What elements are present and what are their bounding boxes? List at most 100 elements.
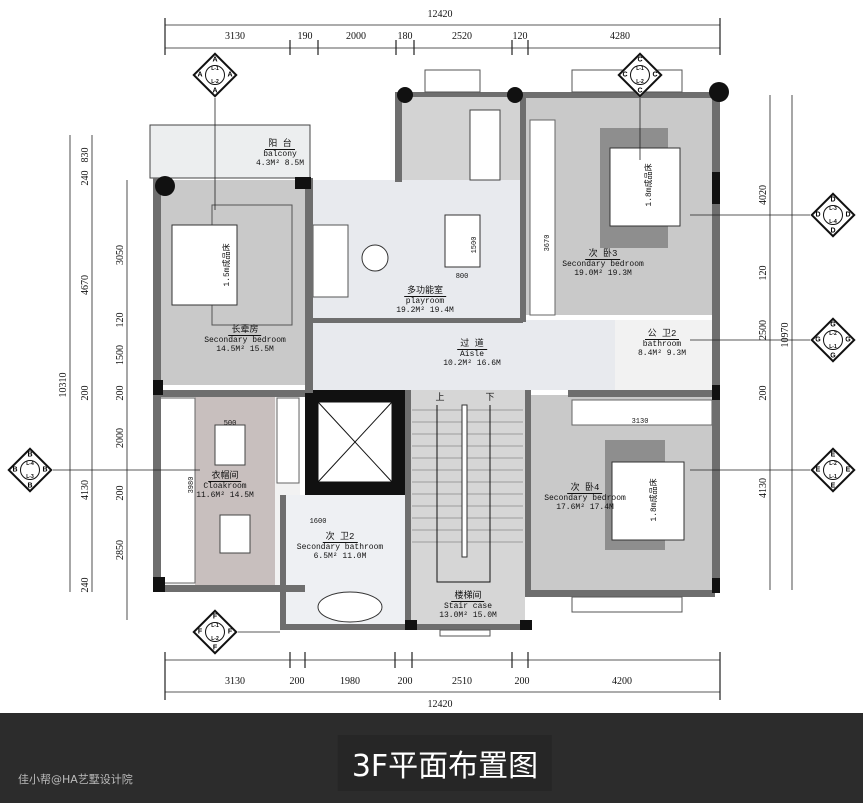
room-cn: 次 卧4 <box>567 484 603 494</box>
wardrobe-dim: 3670 <box>544 234 552 252</box>
room-en: Stair case <box>443 602 493 611</box>
watermark: 佳小帮@HA艺墅设计院 <box>18 773 133 786</box>
dim-right: 4130 <box>758 478 769 498</box>
dim-top: 180 <box>397 31 413 42</box>
dim-left: 240 <box>80 577 91 593</box>
dim-left: 200 <box>80 385 91 401</box>
room-area: 6.5M² 11.0M <box>313 552 367 561</box>
room-en: Secondary bathroom <box>296 543 384 552</box>
stair-down-label: 下 <box>485 393 495 403</box>
dim-top: 190 <box>297 31 313 42</box>
island-dim: 500 <box>223 420 237 428</box>
bed-label: 1.8m成品床 <box>645 163 654 207</box>
dim-bottom: 1980 <box>340 676 360 687</box>
room-en: playroom <box>405 297 445 306</box>
dim-left: 240 <box>80 170 91 186</box>
room-area: 4.3M² 8.5M <box>255 159 305 168</box>
dim-bottom: 200 <box>397 676 413 687</box>
dim-left-inner: 120 <box>115 312 126 328</box>
dim-left-inner: 200 <box>115 385 126 401</box>
room-area: 14.5M² 15.5M <box>216 345 274 354</box>
room-en: Aisle <box>459 350 485 359</box>
room-en: Secondary bedroom <box>544 494 626 503</box>
dim-right: 200 <box>758 385 769 401</box>
footer-banner: 3F平面布置图 佳小帮@HA艺墅设计院 <box>0 713 863 803</box>
dim-right: 2500 <box>758 320 769 340</box>
bed-label: 1.8m成品床 <box>650 478 659 522</box>
room-area: 19.2M² 19.4M <box>396 306 454 315</box>
dim-left-inner: 3050 <box>115 245 126 265</box>
plan-title: 3F平面布置图 <box>337 735 553 791</box>
dim-right: 4020 <box>758 185 769 205</box>
cabinet-dim: 3130 <box>631 418 649 426</box>
dim-right-total: 10970 <box>780 322 791 348</box>
floor-plan-drawing <box>53 18 810 700</box>
dim-bottom: 3130 <box>225 676 245 687</box>
desk-dim: 1500 <box>471 236 479 254</box>
bed-label: 1.5m成品床 <box>223 243 232 287</box>
room-area: 10.2M² 16.6M <box>443 359 501 368</box>
dim-left-inner: 2850 <box>115 540 126 560</box>
room-cn: 公 卫2 <box>644 330 680 340</box>
room-en: Cloakroom <box>203 482 247 491</box>
room-area: 13.0M² 15.0M <box>439 611 497 620</box>
dim-top: 2000 <box>346 31 366 42</box>
dim-right: 120 <box>758 265 769 281</box>
room-cn: 长辈房 <box>228 326 262 336</box>
room-cn: 衣帽间 <box>208 472 242 482</box>
room-cn: 次 卧3 <box>585 250 621 260</box>
room-en: bathroom <box>642 340 682 349</box>
dim-top: 4280 <box>610 31 630 42</box>
dimension-lines <box>69 18 793 700</box>
room-area: 11.6M² 14.5M <box>196 491 254 500</box>
room-cn: 过 道 <box>457 340 487 350</box>
dim-bottom: 4200 <box>612 676 632 687</box>
dim-top: 2520 <box>452 31 472 42</box>
dim-top: 3130 <box>225 31 245 42</box>
dim-left-inner: 2000 <box>115 428 126 448</box>
dim-left: 4130 <box>80 480 91 500</box>
room-en: Secondary bedroom <box>562 260 644 269</box>
room-cn: 次 卫2 <box>322 533 358 543</box>
cloak-dim: 3980 <box>188 476 196 494</box>
dim-left-total: 10310 <box>58 372 69 398</box>
room-cn: 楼梯间 <box>451 592 485 602</box>
dim-left: 830 <box>80 147 91 163</box>
dim-bottom-total: 12420 <box>427 699 453 710</box>
stair-up-label: 上 <box>435 393 445 403</box>
room-area: 17.6M² 17.4M <box>556 503 614 512</box>
dim-left-inner: 200 <box>115 485 126 501</box>
dim-left-inner: 1500 <box>115 345 126 365</box>
desk-dim: 800 <box>455 273 469 281</box>
dim-bottom: 200 <box>514 676 530 687</box>
room-en: Secondary bedroom <box>204 336 286 345</box>
dim-bottom: 2510 <box>452 676 472 687</box>
bath-dim: 1600 <box>309 518 327 526</box>
room-area: 19.0M² 19.3M <box>574 269 632 278</box>
dim-left: 4670 <box>80 275 91 295</box>
dim-top: 120 <box>512 31 528 42</box>
room-area: 8.4M² 9.3M <box>637 349 687 358</box>
room-cn: 多功能室 <box>403 287 447 297</box>
dim-top-total: 12420 <box>427 9 453 20</box>
room-cn: 阳 台 <box>265 140 295 150</box>
room-en: balcony <box>263 150 297 159</box>
dim-bottom: 200 <box>289 676 305 687</box>
